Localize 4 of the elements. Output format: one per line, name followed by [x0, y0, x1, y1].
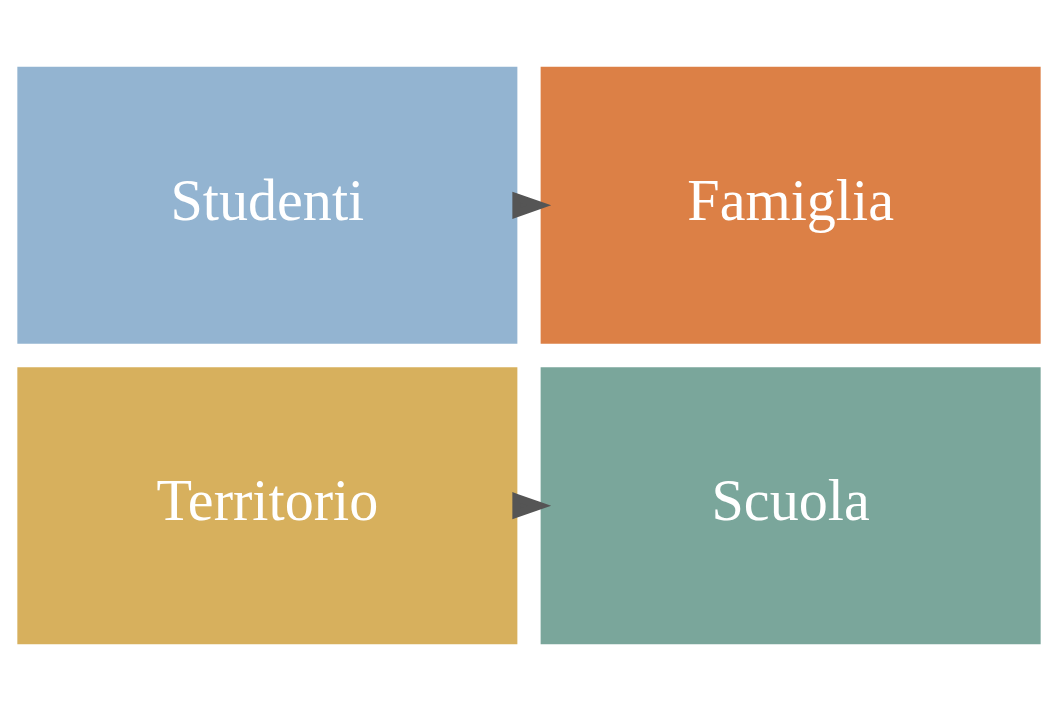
arrow — [512, 492, 552, 520]
node-box: Famiglia — [538, 64, 1043, 346]
arrow — [512, 191, 552, 219]
node-box: Scuola — [538, 365, 1043, 647]
